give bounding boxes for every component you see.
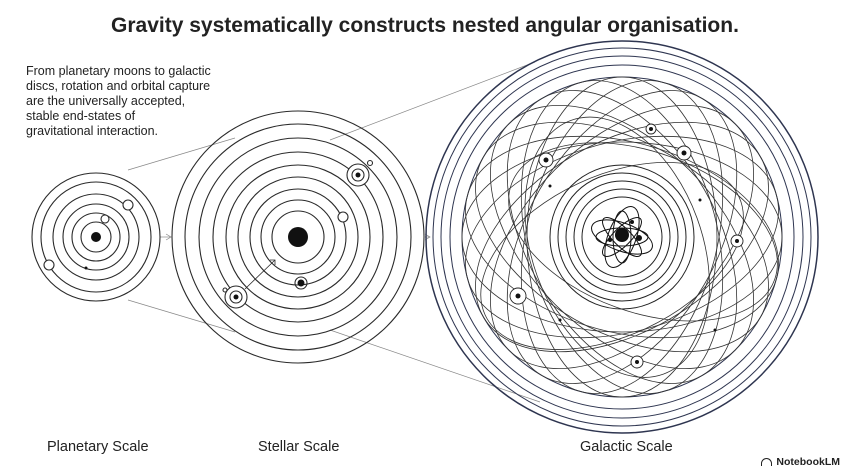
moon	[43, 259, 55, 271]
star-core	[288, 227, 308, 247]
intro-line: From planetary moons to galactic	[26, 64, 211, 78]
notebooklm-logo-icon	[761, 458, 773, 466]
galactic-system	[425, 40, 819, 434]
moon	[100, 214, 110, 224]
page-title: Gravity systematically constructs nested…	[111, 14, 739, 37]
stellar-system	[171, 110, 425, 364]
planetary-system	[31, 172, 161, 302]
galactic-core-rings	[549, 164, 695, 310]
brand-watermark: NotebookLM	[761, 456, 840, 468]
brand-name: NotebookLM	[776, 456, 840, 468]
stellar-scale-label: Stellar Scale	[258, 439, 340, 455]
planet-core	[91, 232, 101, 242]
connector-lines	[127, 61, 541, 403]
intro-line: discs, rotation and orbital capture	[26, 79, 211, 93]
intro-line: are the universally accepted,	[26, 94, 186, 108]
core-petals	[591, 206, 653, 268]
galactic-scale-label: Galactic Scale	[580, 439, 673, 455]
satellite-stars	[509, 123, 744, 369]
intro-line: stable end-states of	[26, 109, 136, 123]
intro-line: gravitational interaction.	[26, 124, 159, 138]
orbit-rosette	[461, 76, 783, 398]
moon	[122, 199, 134, 211]
intro-text: From planetary moons to galactic discs, …	[26, 64, 226, 139]
planetary-scale-label: Planetary Scale	[47, 439, 149, 455]
galactic-core	[615, 228, 629, 242]
